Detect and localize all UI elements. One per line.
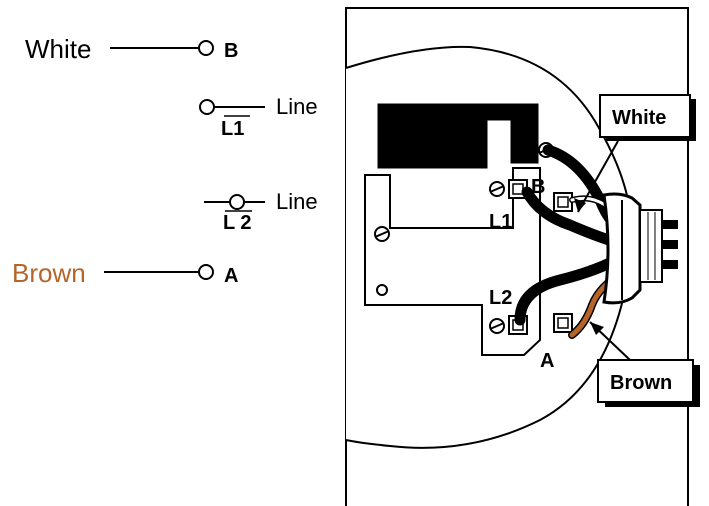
terminal-b-symbol	[198, 40, 214, 56]
device-terminal-a-label: A	[540, 350, 554, 372]
device-l2-label: L2	[489, 287, 512, 309]
callout-white-arrowhead	[574, 198, 586, 212]
device: B L1 L2 A White Brown	[345, 7, 700, 506]
connector-pin-2	[662, 240, 678, 249]
callout-white-box	[599, 94, 691, 138]
callout-brown-box	[597, 359, 694, 403]
schematic: White B Line L1 Line L 2 Brown A	[12, 34, 318, 288]
terminal-l2-symbol	[229, 194, 245, 210]
connector-pin-1	[662, 220, 678, 229]
line1-label: Line	[276, 94, 318, 119]
l2-label: L 2	[223, 212, 252, 234]
terminal-block-b	[553, 192, 573, 212]
callout-brown: Brown	[589, 321, 700, 407]
mounting-screw-top	[374, 226, 390, 242]
mounting-plate	[364, 167, 541, 356]
callout-white-pointer	[577, 140, 619, 213]
callout-white-label: White	[612, 107, 666, 129]
terminal-block-a	[553, 313, 573, 333]
device-l1-label: L1	[489, 211, 512, 233]
l1-label: L1	[221, 118, 244, 140]
mounting-hole	[376, 284, 388, 296]
callout-brown-arrowhead	[590, 322, 604, 335]
terminal-b-label: B	[224, 40, 238, 62]
terminal-a-label: A	[224, 265, 238, 287]
connector-body	[639, 209, 663, 283]
callout-white: White	[574, 94, 696, 213]
terminal-screw-l2	[489, 318, 505, 334]
callout-brown-label: Brown	[610, 372, 672, 394]
device-terminal-b-label: B	[531, 176, 545, 198]
terminal-l1-symbol	[199, 99, 215, 115]
terminal-a-symbol	[198, 264, 214, 280]
brown-wire-label: Brown	[12, 258, 86, 288]
line2-label: Line	[276, 189, 318, 214]
white-wire-label: White	[25, 34, 91, 64]
connector-pin-3	[662, 260, 678, 269]
terminal-screw-l1	[489, 181, 505, 197]
component-block	[377, 103, 539, 169]
